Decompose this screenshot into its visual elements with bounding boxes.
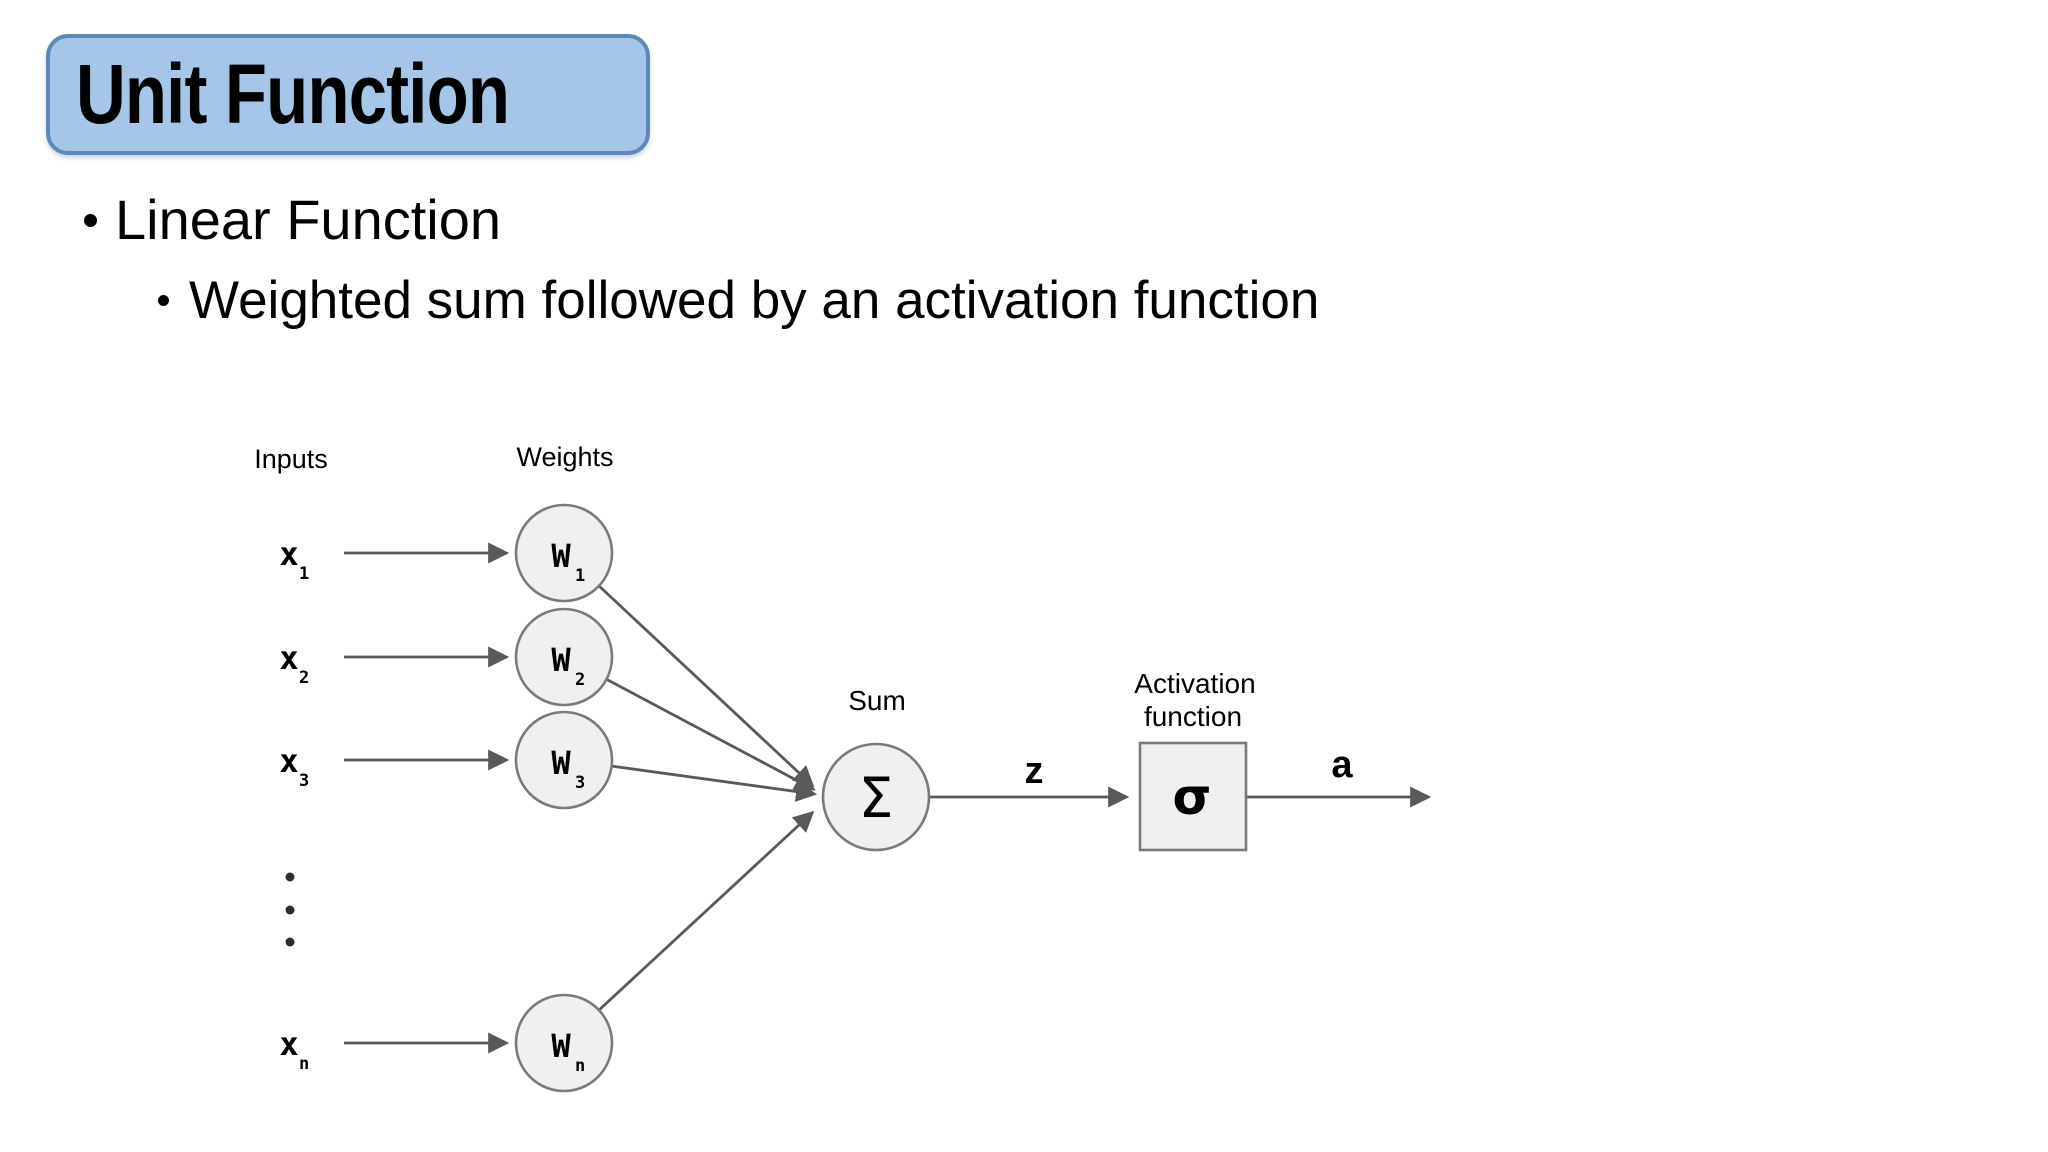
svg-text:x: x (279, 742, 298, 780)
svg-text:x: x (279, 639, 298, 677)
bullet-linear-function: Linear Function (84, 188, 501, 252)
bullet-text-level1: Linear Function (115, 188, 502, 251)
arrow-w1-to-sum (597, 583, 815, 788)
weight-node-w3 (514, 710, 614, 810)
svg-text:W: W (551, 537, 571, 575)
weight-node-wn (514, 993, 614, 1093)
slide-title: Unit Function (76, 47, 510, 141)
svg-text:W: W (551, 744, 571, 782)
bullet-text-level2: Weighted sum followed by an activation f… (189, 270, 1320, 330)
activation-label-line1: Activation (1134, 668, 1255, 699)
bullet-weighted-sum: Weighted sum followed by an activation f… (158, 270, 1319, 330)
weight-label-wn: W n (551, 1027, 585, 1076)
ellipsis-dot (285, 905, 295, 915)
svg-text:1: 1 (299, 564, 309, 584)
bullet-dot (84, 213, 97, 227)
arrow-wn-to-sum (597, 810, 815, 1013)
weight-node-w1 (514, 503, 614, 603)
weight-node-w2 (514, 607, 614, 707)
signal-a-label: a (1331, 744, 1353, 786)
arrow-w3-to-sum (610, 764, 818, 802)
svg-text:n: n (299, 1054, 309, 1074)
svg-text:x: x (279, 535, 298, 573)
input-label-x3: x 3 (279, 742, 309, 791)
bullet-dot (158, 294, 169, 306)
svg-text:1: 1 (575, 566, 585, 586)
input-label-x1: x 1 (279, 535, 309, 584)
svg-text:2: 2 (299, 668, 309, 688)
input-label-xn: x n (279, 1025, 309, 1074)
ellipsis-dot (285, 937, 295, 947)
svg-text:3: 3 (575, 773, 585, 793)
ellipsis-dot (285, 872, 295, 882)
arrow-w2-to-sum (605, 677, 816, 791)
svg-text:3: 3 (299, 771, 309, 791)
inputs-column-label: Inputs (254, 444, 328, 474)
svg-text:n: n (575, 1056, 585, 1076)
sigma-symbol: Σ (859, 766, 894, 830)
activation-function-box (1138, 741, 1248, 852)
sum-label: Sum (848, 685, 906, 716)
signal-z-label: z (1025, 750, 1044, 792)
svg-text:2: 2 (575, 670, 585, 690)
slide-title-box: Unit Function (46, 34, 650, 155)
weight-label-w2: W 2 (551, 641, 585, 690)
svg-text:W: W (551, 641, 571, 679)
weights-column-label: Weights (516, 442, 613, 472)
sum-node (821, 742, 931, 852)
svg-text:W: W (551, 1027, 571, 1065)
svg-text:x: x (279, 1025, 298, 1063)
activation-label-line2: function (1144, 701, 1242, 732)
input-label-x2: x 2 (279, 639, 309, 688)
weight-label-w3: W 3 (551, 744, 585, 793)
weight-label-w1: W 1 (551, 537, 585, 586)
activation-sigma-symbol: σ (1173, 768, 1212, 826)
